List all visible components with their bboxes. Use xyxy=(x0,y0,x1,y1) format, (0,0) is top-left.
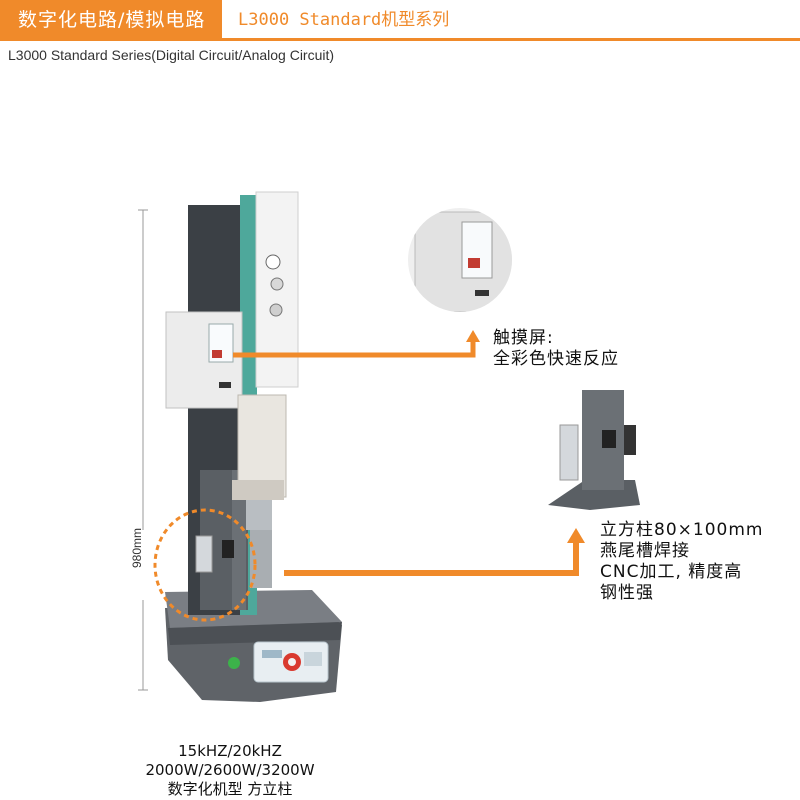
callout-column: 立方柱80×100mm 燕尾槽焊接 CNC加工, 精度高 钢性强 xyxy=(600,520,763,604)
arrow-touchscreen xyxy=(233,330,480,358)
callout-touchscreen-line-2: 全彩色快速反应 xyxy=(493,349,619,369)
highlight-circle xyxy=(153,508,257,622)
callout-touchscreen: 触摸屏: 全彩色快速反应 xyxy=(493,328,619,370)
arrow-column xyxy=(284,528,585,576)
caption: 15kHZ/20kHZ 2000W/2600W/3200W 数字化机型 方立柱 xyxy=(130,742,330,799)
height-label: 980mm xyxy=(130,527,144,568)
machine-icon xyxy=(165,191,342,702)
dimension-line xyxy=(138,209,148,691)
header-rule xyxy=(0,38,800,41)
page-subtitle: L3000 Standard Series(Digital Circuit/An… xyxy=(8,47,335,63)
caption-line-2: 2000W/2600W/3200W xyxy=(145,761,315,779)
callout-column-line-4: 钢性强 xyxy=(600,583,654,603)
caption-line-1: 15kHZ/20kHZ xyxy=(178,742,282,760)
column-detail-icon xyxy=(548,390,640,510)
callout-column-line-2: 燕尾槽焊接 xyxy=(600,541,690,561)
header-title: L3000 Standard机型系列 xyxy=(238,10,450,30)
callout-column-line-3: CNC加工, 精度高 xyxy=(600,562,743,582)
header-tab: 数字化电路/模拟电路 xyxy=(0,0,222,40)
callout-touchscreen-line-1: 触摸屏: xyxy=(493,328,554,348)
caption-line-3: 数字化机型 方立柱 xyxy=(167,780,293,798)
callout-column-line-1: 立方柱80×100mm xyxy=(600,520,764,540)
touchscreen-detail-icon xyxy=(408,208,512,312)
